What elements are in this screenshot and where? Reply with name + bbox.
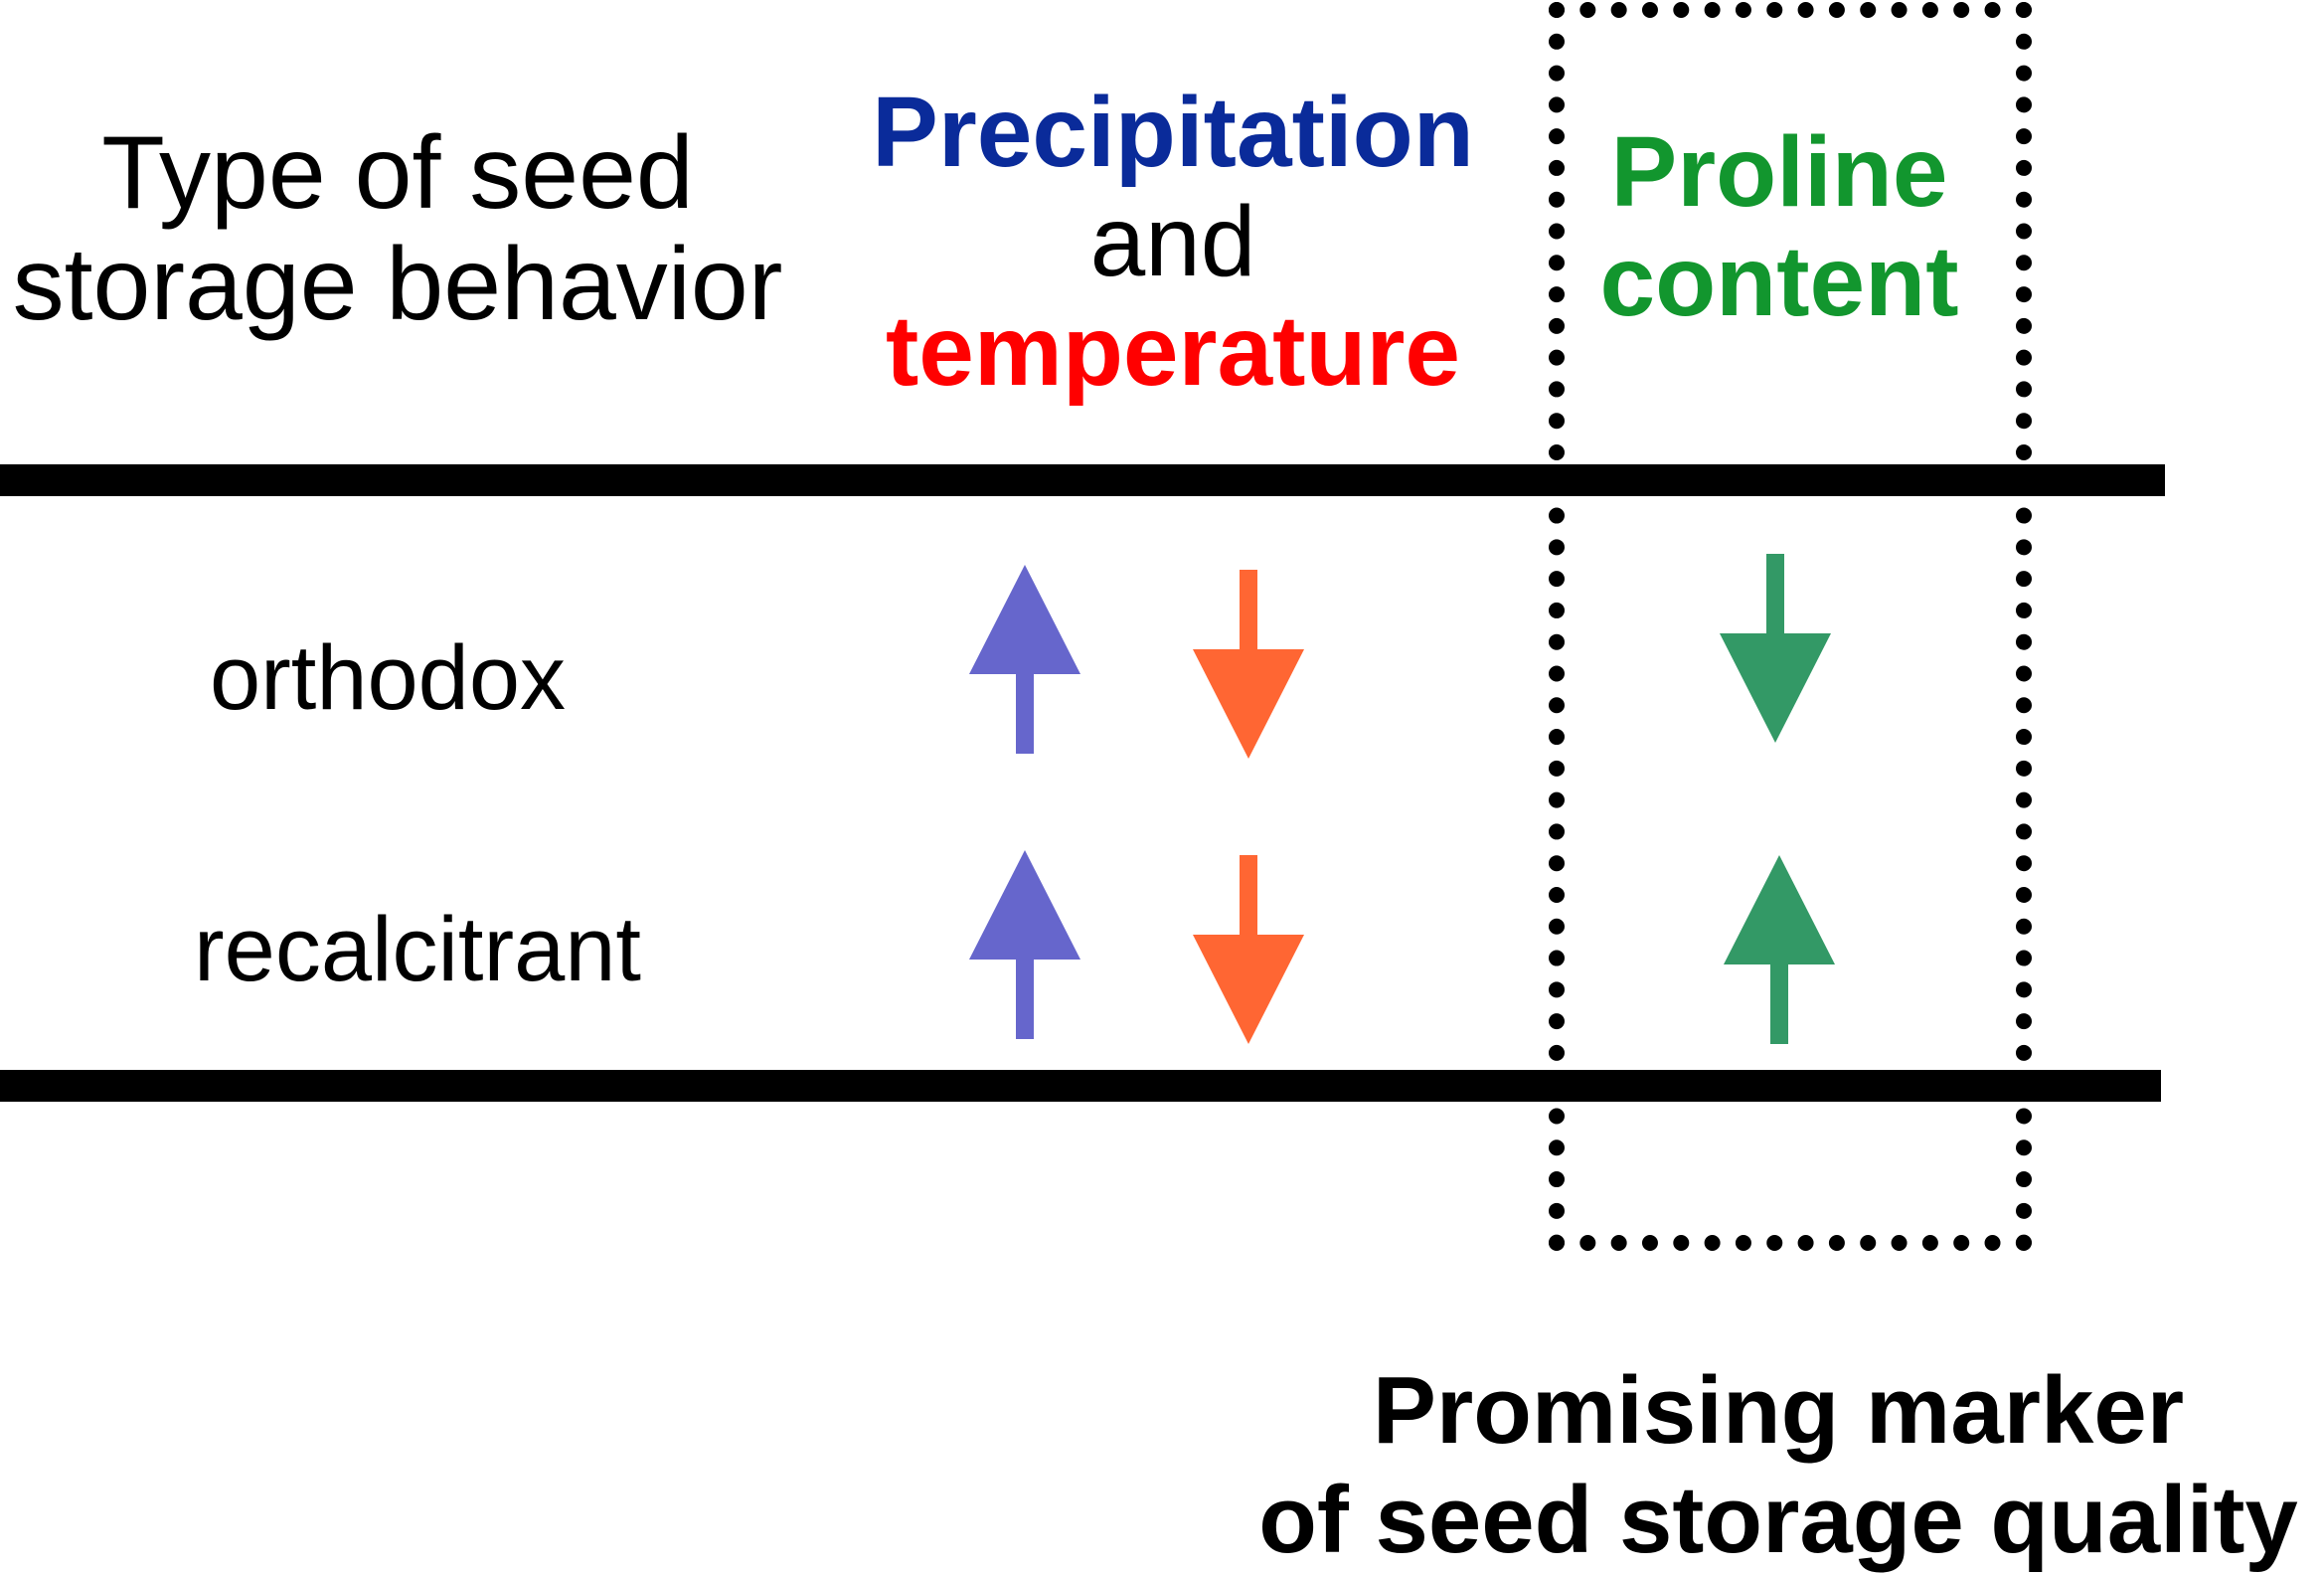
footer-promising-marker: Promising marker of seed storage quality [1233, 1356, 2324, 1575]
header-seed-storage-type: Type of seed storage behavior [0, 117, 795, 340]
header-col1-line1: Type of seed [101, 115, 694, 231]
arrow-down-icon [1720, 554, 1831, 743]
header-temperature-label: temperature [886, 295, 1460, 407]
proline-marker-box [1549, 2, 2032, 1251]
footer-line1: Promising marker [1372, 1357, 2185, 1464]
header-proline-line2: content [1599, 226, 1959, 337]
header-and-label: and [1089, 186, 1256, 297]
row-label-recalcitrant: recalcitrant [194, 899, 641, 1000]
arrow-up-icon [969, 565, 1080, 754]
header-proline-line1: Proline [1610, 116, 1948, 228]
top-rule [0, 464, 2165, 496]
header-proline-content: Proline content [1551, 117, 2008, 336]
arrow-down-icon [1193, 570, 1304, 759]
header-precipitation-temperature: Precipitation and temperature [825, 78, 1521, 406]
arrow-up-icon [1724, 855, 1835, 1044]
arrow-down-icon [1193, 855, 1304, 1044]
header-precipitation-label: Precipitation [872, 77, 1474, 188]
row-label-orthodox: orthodox [209, 627, 567, 729]
header-col1-line2: storage behavior [12, 227, 783, 342]
footer-line2: of seed storage quality [1258, 1467, 2298, 1573]
bottom-rule [0, 1070, 2161, 1102]
arrow-up-icon [969, 850, 1080, 1039]
